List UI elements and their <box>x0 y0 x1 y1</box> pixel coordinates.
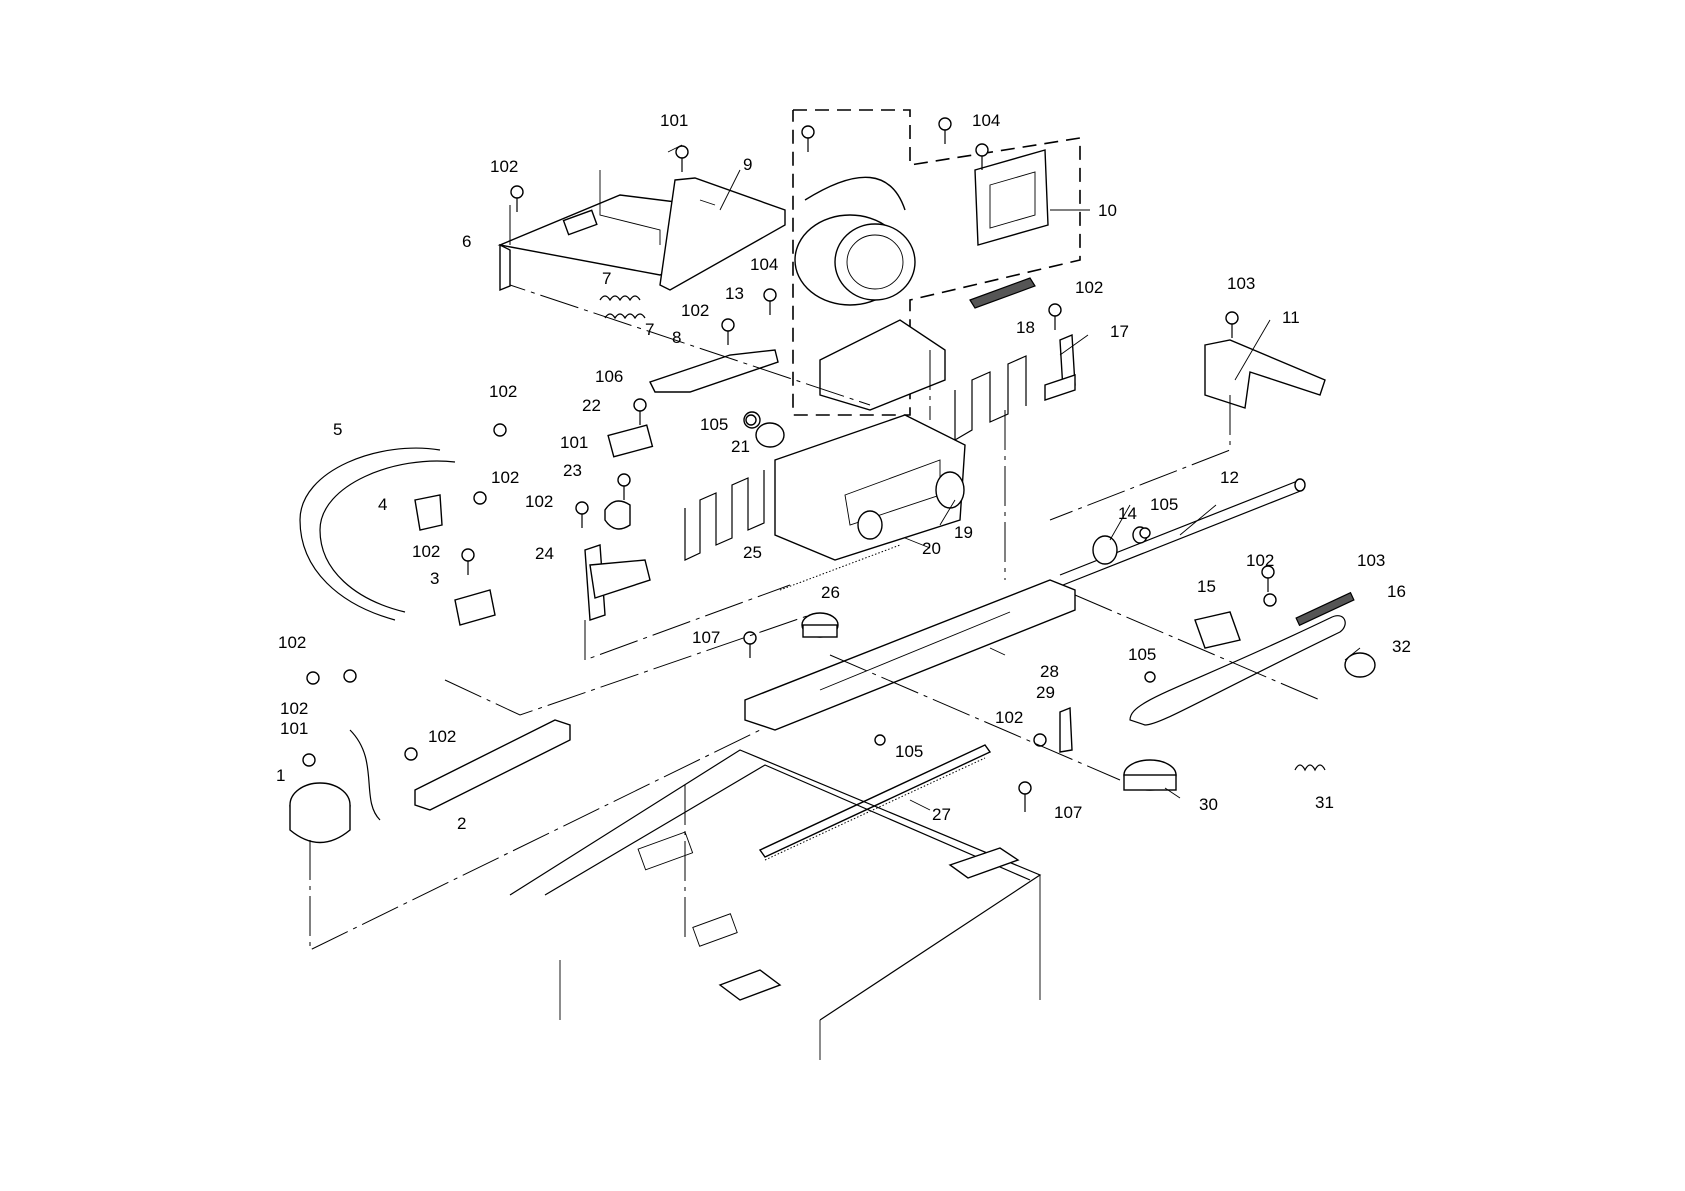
part-11-bracket <box>1205 340 1325 408</box>
callout-105: 105 <box>700 415 728 434</box>
callout-8: 8 <box>672 328 681 347</box>
callout-1: 1 <box>276 766 285 785</box>
callout-29: 29 <box>1036 683 1055 702</box>
callout-106: 106 <box>595 367 623 386</box>
part-26-gear <box>802 613 838 637</box>
callout-7: 7 <box>645 320 654 339</box>
callout-6: 6 <box>462 232 471 251</box>
callout-103: 103 <box>1227 274 1255 293</box>
part-28-frame <box>745 580 1075 730</box>
callout-13: 13 <box>725 284 744 303</box>
part-1-motor <box>290 730 380 843</box>
callout-12: 12 <box>1220 468 1239 487</box>
callout-105: 105 <box>895 742 923 761</box>
callout-25: 25 <box>743 543 762 562</box>
part-8-lever <box>650 350 778 392</box>
callout-24: 24 <box>535 544 554 563</box>
callout-102: 102 <box>1246 551 1274 570</box>
part-23-clip <box>605 501 630 529</box>
callout-102: 102 <box>412 542 440 561</box>
callout-31: 31 <box>1315 793 1334 812</box>
callout-28: 28 <box>1040 662 1059 681</box>
callout-19: 19 <box>954 523 973 542</box>
callout-18: 18 <box>1016 318 1035 337</box>
callout-3: 3 <box>430 569 439 588</box>
callout-102: 102 <box>1075 278 1103 297</box>
callout-20: 20 <box>922 539 941 558</box>
part-15-bracket <box>1195 612 1240 648</box>
callout-16: 16 <box>1387 582 1406 601</box>
callout-102: 102 <box>681 301 709 320</box>
callout-107: 107 <box>1054 803 1082 822</box>
callout-101: 101 <box>660 111 688 130</box>
callout-102: 102 <box>995 708 1023 727</box>
part-5-flat-cable <box>300 448 455 620</box>
callout-11: 11 <box>1282 308 1300 327</box>
callout-14: 14 <box>1118 504 1137 523</box>
callout-21: 21 <box>731 437 750 456</box>
callout-105: 105 <box>1128 645 1156 664</box>
callout-102: 102 <box>491 468 519 487</box>
callout-102: 102 <box>280 699 308 718</box>
part-18-bellows <box>955 356 1026 440</box>
part-20-carriage <box>775 415 965 590</box>
callout-102: 102 <box>278 633 306 652</box>
part-27-rack <box>760 745 990 860</box>
callout-17: 17 <box>1110 322 1129 341</box>
callout-4: 4 <box>378 495 387 514</box>
scanner-base-frame <box>510 750 1040 1060</box>
callout-15: 15 <box>1197 577 1216 596</box>
callout-104: 104 <box>750 255 778 274</box>
part-24-bracket <box>585 545 650 620</box>
callout-102: 102 <box>490 157 518 176</box>
callout-32: 32 <box>1392 637 1411 656</box>
part-31-spring <box>1295 765 1325 770</box>
callout-5: 5 <box>333 420 342 439</box>
callout-102: 102 <box>428 727 456 746</box>
part-3-holder <box>455 590 495 625</box>
callout-22: 22 <box>582 396 601 415</box>
callout-23: 23 <box>563 461 582 480</box>
callout-104: 104 <box>972 111 1000 130</box>
callout-9: 9 <box>743 155 752 174</box>
callout-103: 103 <box>1357 551 1385 570</box>
part-14-pulley <box>1093 527 1147 564</box>
callout-105: 105 <box>1150 495 1178 514</box>
part-10-lens-unit-dashed-frame <box>793 110 1080 415</box>
callout-102: 102 <box>525 492 553 511</box>
part-7-springs <box>600 296 645 318</box>
callout-7: 7 <box>602 269 611 288</box>
alignment-chain-lines <box>310 205 1320 950</box>
callout-26: 26 <box>821 583 840 602</box>
callout-27: 27 <box>932 805 951 824</box>
part-17-bracket <box>1045 335 1075 400</box>
callout-30: 30 <box>1199 795 1218 814</box>
callout-107: 107 <box>692 628 720 647</box>
part-4-connector <box>415 495 442 530</box>
part-30-gear <box>1124 760 1176 790</box>
callout-101: 101 <box>280 719 308 738</box>
callout-101: 101 <box>560 433 588 452</box>
part-16-belt <box>1130 593 1354 725</box>
callout-10: 10 <box>1098 201 1117 220</box>
callout-2: 2 <box>457 814 466 833</box>
callout-102: 102 <box>489 382 517 401</box>
part-22-guide <box>608 425 652 457</box>
part-29-bracket <box>1060 708 1072 752</box>
